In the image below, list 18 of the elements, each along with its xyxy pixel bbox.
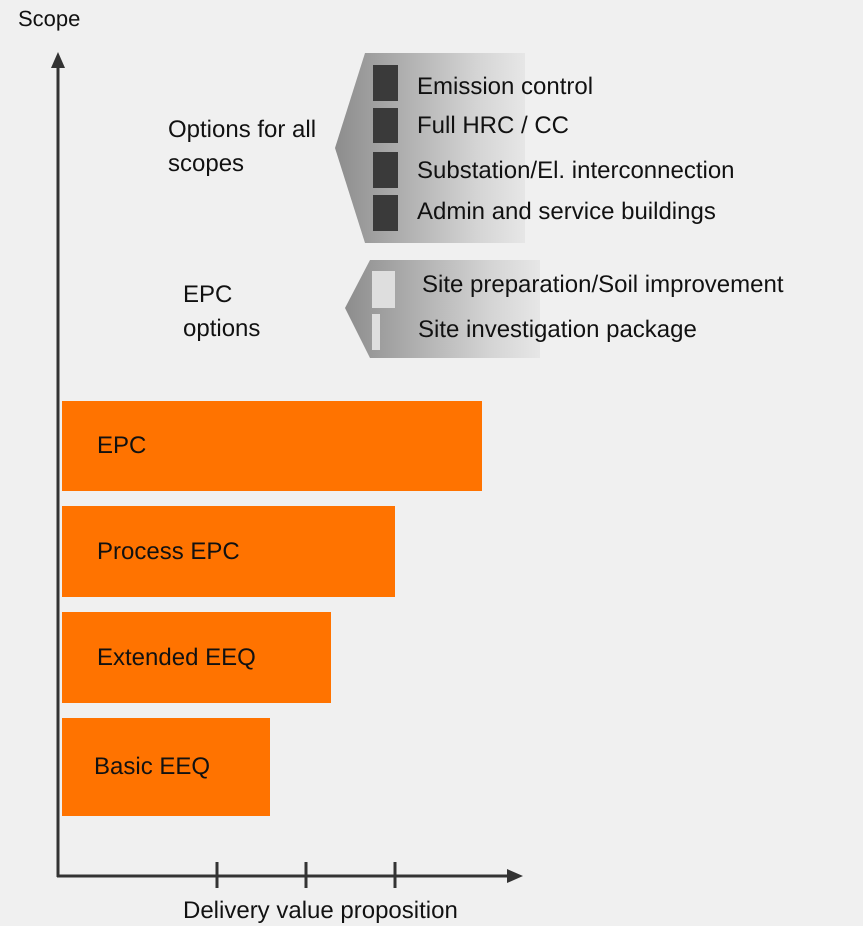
bar-label: Basic EEQ bbox=[94, 753, 210, 781]
bar-label: Extended EEQ bbox=[97, 644, 256, 672]
axis-label: Scope bbox=[18, 6, 80, 32]
option-label: Full HRC / CC bbox=[417, 112, 570, 140]
group-heading: Options for all scopes bbox=[168, 115, 318, 179]
option-label: Emission control bbox=[417, 73, 594, 101]
scope-bar bbox=[62, 612, 331, 703]
scope-bar bbox=[62, 401, 482, 491]
option-label: Admin and service buildings bbox=[417, 198, 716, 226]
option-label: Site investigation package bbox=[418, 316, 697, 344]
group-heading: EPC options bbox=[183, 280, 262, 344]
bar-label: EPC bbox=[97, 432, 146, 460]
scope-bar bbox=[62, 506, 395, 597]
axis-label: Delivery value proposition bbox=[183, 897, 458, 925]
scope-bar bbox=[62, 718, 270, 816]
option-label: Substation/El. interconnection bbox=[417, 157, 735, 185]
bar-label: Process EPC bbox=[97, 538, 240, 566]
option-label: Site preparation/Soil improvement bbox=[422, 271, 784, 299]
